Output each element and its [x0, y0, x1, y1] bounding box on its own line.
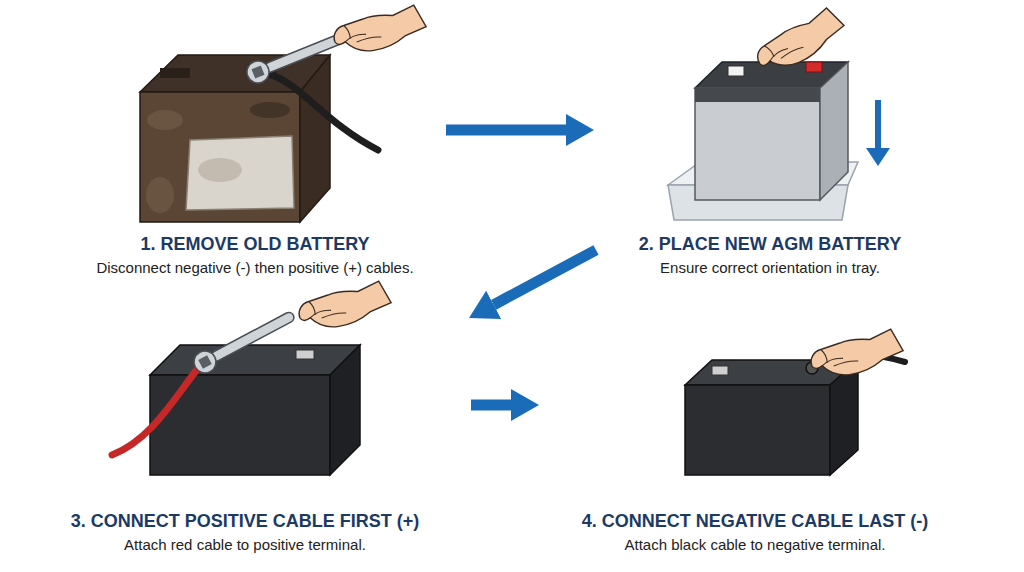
down-arrow: [875, 100, 881, 150]
terminal-post: [728, 66, 744, 76]
step-panel: 3. CONNECT POSITIVE CABLE FIRST (+) Attac…: [25, 300, 465, 562]
terminal-cap: [806, 62, 822, 72]
terminal-post: [712, 366, 728, 375]
battery-cable: [262, 72, 378, 150]
new-battery: [668, 8, 890, 220]
battery-side: [330, 345, 360, 475]
step-text: 1. REMOVE OLD BATTERY Disconnect negative…: [70, 233, 440, 277]
battery-positive: [112, 263, 396, 475]
wrench: [190, 305, 298, 377]
battery-side: [300, 55, 330, 222]
grime-stain: [198, 158, 242, 182]
battery-front: [140, 92, 300, 222]
down-arrow-head: [866, 148, 890, 166]
flow-arrow: [471, 400, 511, 411]
step-heading: 4. CONNECT NEGATIVE CABLE LAST (-): [545, 510, 965, 532]
hand: [332, 0, 430, 65]
grime-stain: [147, 110, 183, 130]
step-description: Disconnect negative (-) then positive (+…: [70, 258, 440, 277]
step-text: 2. PLACE NEW AGM BATTERY Ensure correct o…: [600, 233, 940, 277]
hand: [758, 8, 844, 65]
battery-lid-band: [695, 88, 820, 102]
hand: [809, 311, 907, 389]
step-text: 4. CONNECT NEGATIVE CABLE LAST (-) Attach…: [545, 510, 965, 554]
battery-front: [695, 88, 820, 200]
step-text: 3. CONNECT POSITIVE CABLE FIRST (+) Attac…: [25, 510, 465, 554]
terminal-post: [296, 350, 314, 359]
flow-arrow: [494, 250, 596, 305]
step-heading: 1. REMOVE OLD BATTERY: [70, 233, 440, 255]
step-panel: 2. PLACE NEW AGM BATTERY Ensure correct o…: [600, 40, 940, 285]
grime-stain: [250, 102, 290, 118]
battery-side: [820, 62, 848, 200]
step-panel: 4. CONNECT NEGATIVE CABLE LAST (-) Attach…: [545, 300, 965, 562]
step-description: Ensure correct orientation in tray.: [600, 258, 940, 277]
grime-stain: [146, 177, 174, 213]
step-heading: 2. PLACE NEW AGM BATTERY: [600, 233, 940, 255]
battery-front: [685, 385, 830, 475]
red-cable: [112, 368, 198, 455]
old-battery: [140, 0, 431, 222]
battery-negative: [685, 311, 908, 475]
step-description: Attach red cable to positive terminal.: [25, 535, 465, 554]
battery-top: [150, 345, 360, 375]
terminal-post: [160, 68, 190, 78]
step-description: Attach black cable to negative terminal.: [545, 535, 965, 554]
flow-arrow: [446, 125, 566, 136]
step-panel: 1. REMOVE OLD BATTERY Disconnect negative…: [70, 40, 440, 285]
battery-side: [830, 360, 858, 475]
battery-sticker: [186, 136, 294, 210]
battery-front: [150, 375, 330, 475]
step-heading: 3. CONNECT POSITIVE CABLE FIRST (+): [25, 510, 465, 532]
